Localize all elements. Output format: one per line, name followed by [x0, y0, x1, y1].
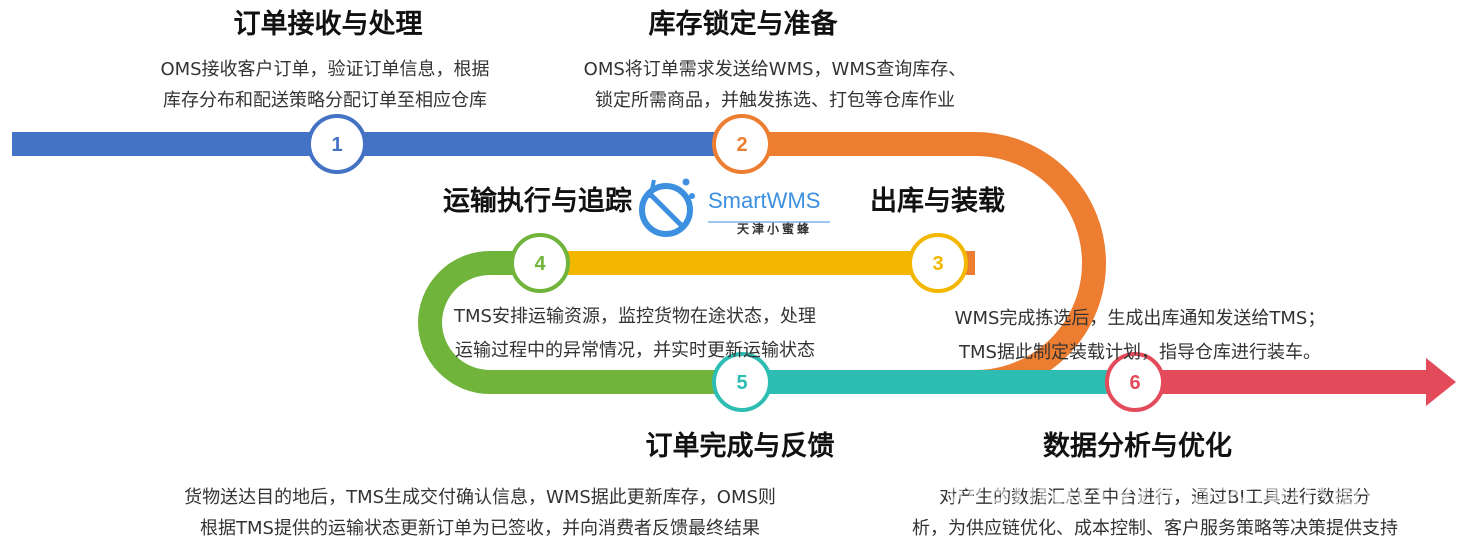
step-5-desc-line2: 根据TMS提供的运输状态更新订单为已签收，并向消费者反馈最终结果 [200, 518, 760, 539]
step-6-title: 数据分析与优化 [1043, 431, 1232, 462]
step-3-desc-line1: WMS完成拣选后，生成出库通知发送给TMS； [954, 308, 1326, 329]
zhihu-watermark: 知乎 @SmartWMS天津小蜜蜂 [860, 471, 1402, 512]
step-1-number: 1 [331, 134, 342, 156]
step-4-circle [510, 233, 570, 293]
step-2-number: 2 [736, 134, 747, 156]
step-5-desc-line1: 货物送达目的地后，TMS生成交付确认信息，WMS据此更新库存，OMS则 [184, 487, 776, 508]
step-2-circle [712, 114, 772, 174]
step-5-circle [712, 352, 772, 412]
step-1-title: 订单接收与处理 [233, 9, 423, 40]
step-3-circle [908, 233, 968, 293]
step-4-marker: 4 [510, 233, 570, 293]
logo-tagline: 天津小蜜蜂 [737, 222, 813, 236]
step-4-title: 运输执行与追踪 [443, 186, 632, 217]
flow-arrowhead [1426, 358, 1456, 406]
step-1-marker: 1 [307, 114, 367, 174]
logo-name: SmartWMS [708, 188, 821, 213]
step-6-circle [1105, 352, 1165, 412]
step-5-number: 5 [736, 372, 747, 394]
flow-band-orange [740, 132, 1106, 394]
step-4-desc-line1: TMS安排运输资源，监控货物在途状态，处理 [454, 306, 816, 327]
step-2-desc-line1: OMS将订单需求发送给WMS，WMS查询库存、 [583, 59, 967, 80]
step-1-circle [307, 114, 367, 174]
logo-ring-icon [639, 183, 693, 237]
step-3-title: 出库与装载 [870, 186, 1005, 217]
step-5-marker: 5 [712, 352, 772, 412]
step-5-title: 订单完成与反馈 [645, 431, 835, 462]
step-2-marker: 2 [712, 114, 772, 174]
step-6-desc-line2: 析，为供应链优化、成本控制、客户服务策略等决策提供支持 [912, 518, 1398, 539]
step-2-title: 库存锁定与准备 [648, 9, 838, 40]
step-3-desc-line2: TMS据此制定装载计划，指导仓库进行装车。 [959, 342, 1321, 363]
step-3-number: 3 [932, 253, 943, 275]
step-6-marker: 6 [1105, 352, 1165, 412]
step-6-number: 6 [1129, 372, 1140, 394]
step-4-number: 4 [534, 253, 546, 275]
step-6-desc-line1: 对产生的数据汇总至中台进行，通过BI工具进行数据分 [939, 487, 1371, 508]
step-1-desc-line2: 库存分布和配送策略分配订单至相应仓库 [163, 90, 487, 111]
flow-band-green [418, 251, 740, 394]
step-4-desc-line2: 运输过程中的异常情况，并实时更新运输状态 [455, 340, 815, 361]
step-1-desc-line1: OMS接收客户订单，验证订单信息，根据 [160, 59, 490, 80]
step-2-desc-line2: 锁定所需商品，并触发拣选、打包等仓库作业 [595, 90, 955, 111]
step-3-marker: 3 [908, 233, 968, 293]
smartwms-logo [639, 178, 830, 237]
